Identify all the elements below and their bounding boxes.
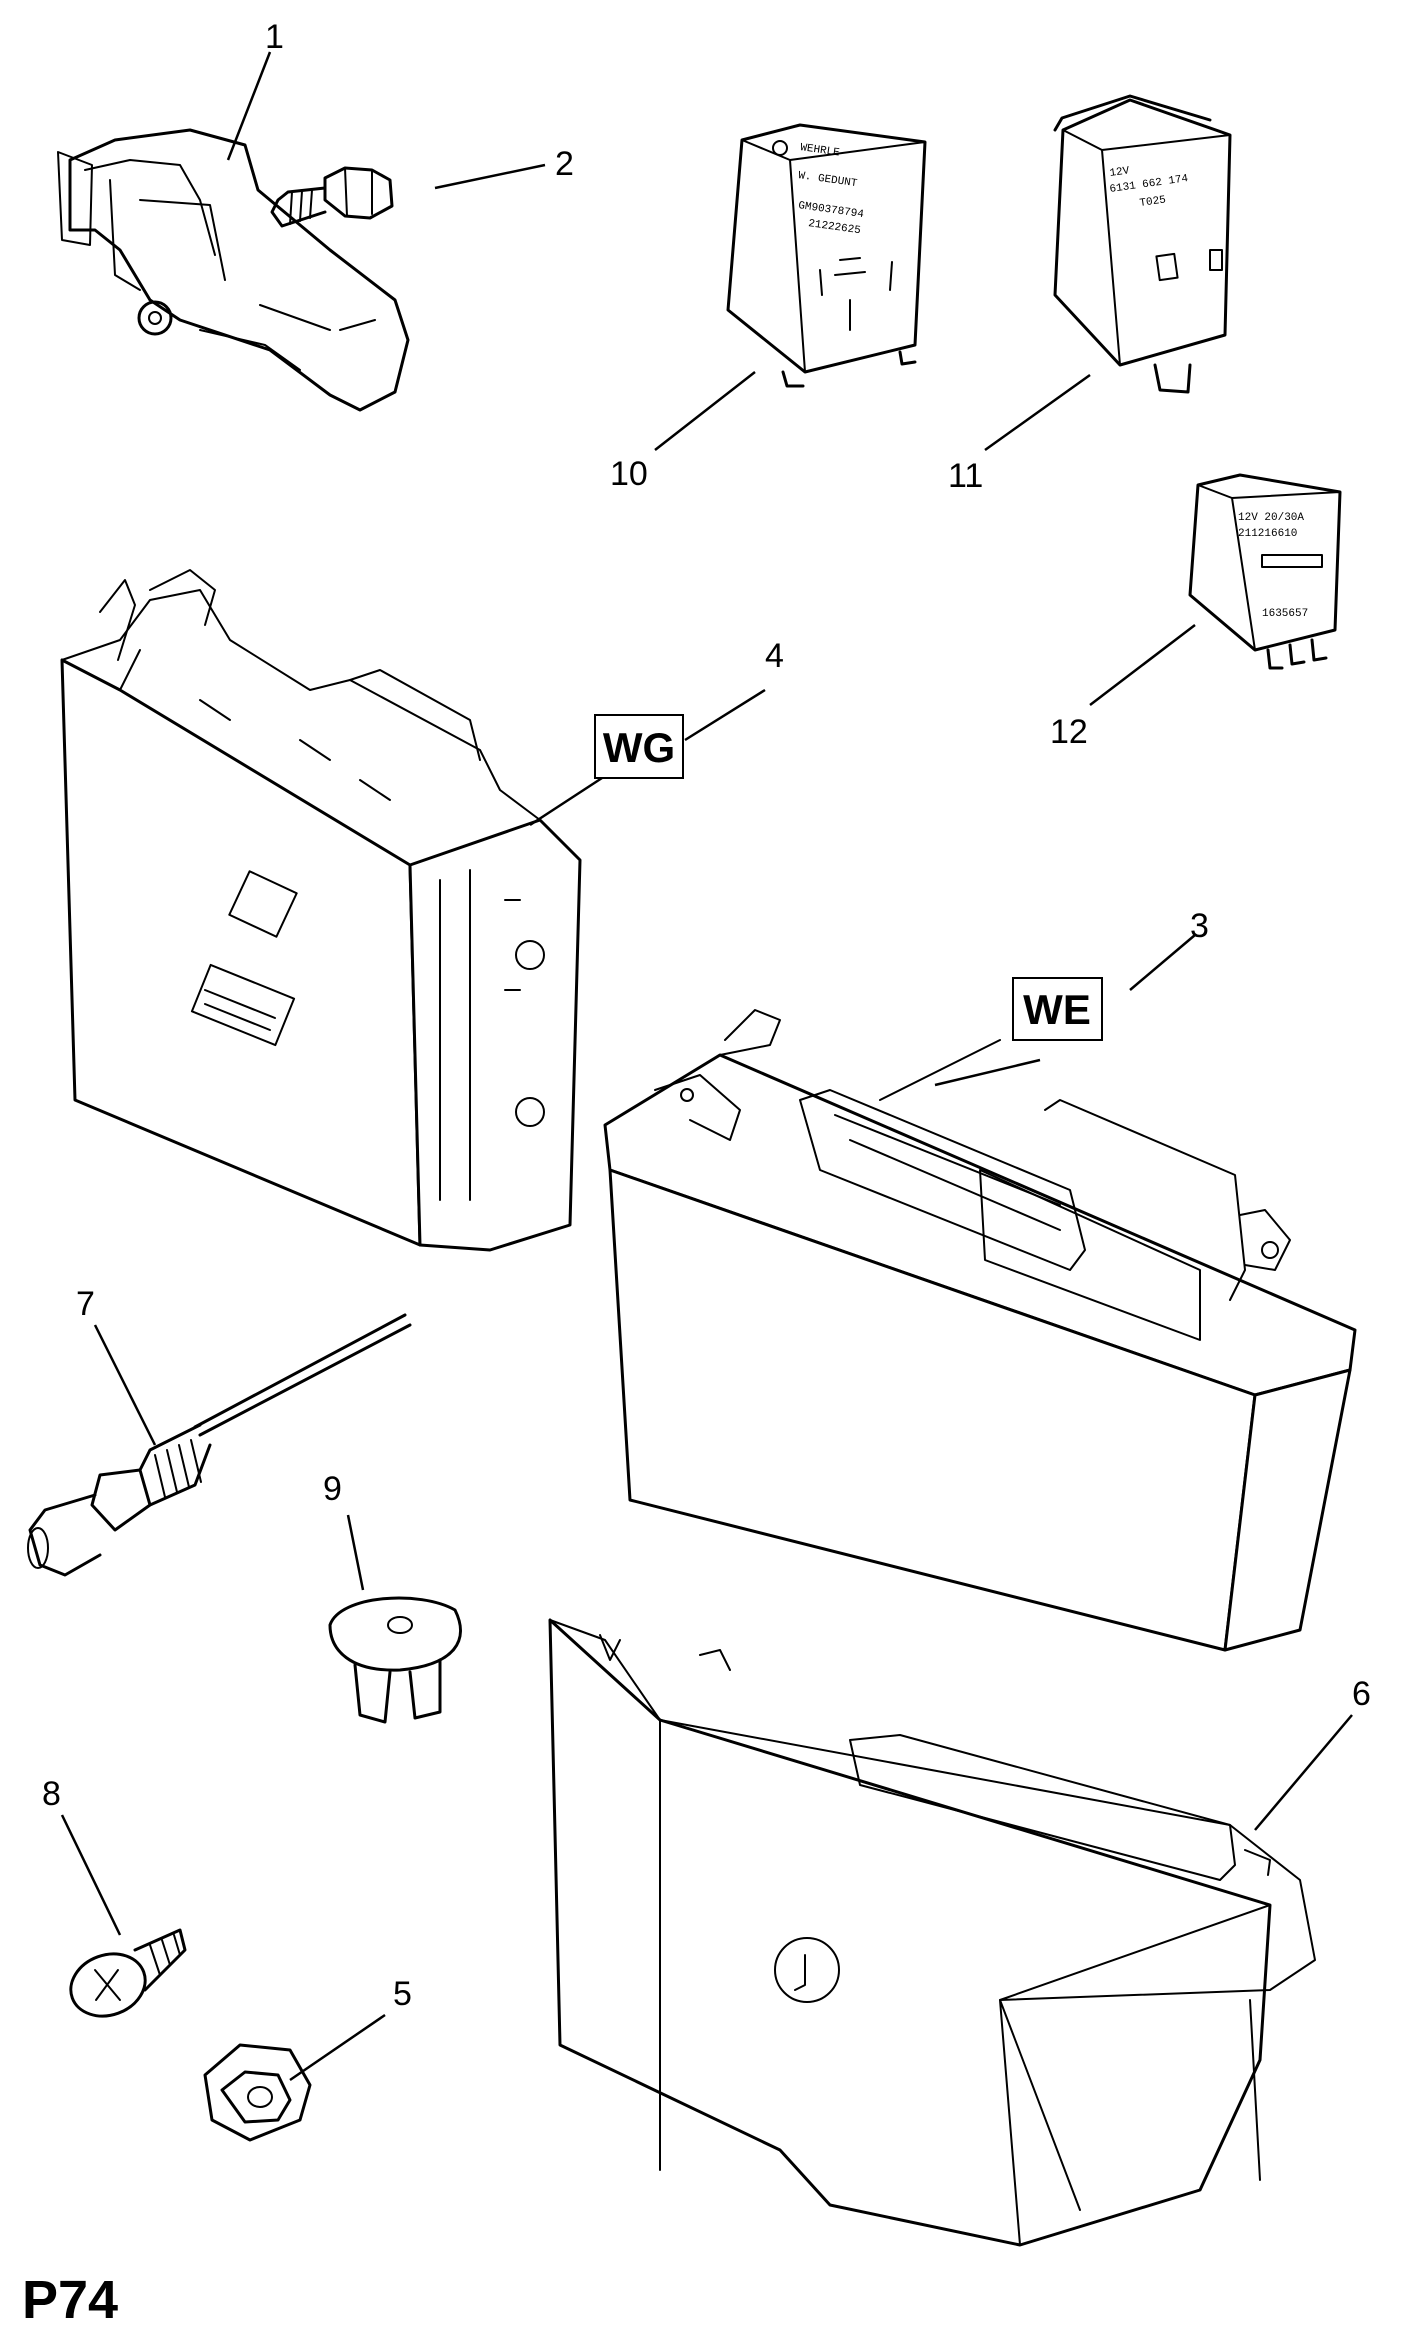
leader-lines: [60, 51, 1353, 2082]
part-6-cover: [548, 1618, 1316, 2247]
part-7-pin: [27, 1313, 412, 1577]
callout-5: 5: [393, 1975, 412, 2013]
relay-11-marking-3: T025: [1139, 194, 1167, 210]
part-1-bracket: [57, 128, 410, 412]
callout-labels: 1 2 3 4 5 6 7 8 9 10 11 12: [42, 18, 1371, 2013]
variant-label-wg: WG: [603, 724, 675, 771]
part-4-control-unit: [60, 569, 582, 1252]
relay-11-marking-1: 12V: [1109, 165, 1131, 180]
variant-box-wg: WG: [594, 714, 684, 779]
part-11-relay: 12V 6131 662 174 T025: [1053, 94, 1232, 394]
callout-1: 1: [265, 18, 284, 56]
callout-6: 6: [1352, 1675, 1371, 1713]
part-9-clip: [328, 1596, 462, 1724]
part-3-control-unit: [603, 1009, 1357, 1652]
page-code: P74: [22, 2270, 118, 2330]
part-5-nut: [203, 2043, 312, 2142]
part-2-bolt: [270, 166, 394, 228]
relay-12-marking-1: 12V 20/30A: [1238, 512, 1304, 524]
callout-11: 11: [948, 457, 983, 495]
callout-3: 3: [1190, 907, 1209, 945]
part-10-relay: WEHRLE W. GEDUNT GM90378794 21222625: [726, 123, 927, 388]
callout-8: 8: [42, 1775, 61, 1813]
callout-12: 12: [1050, 713, 1088, 751]
callout-10: 10: [610, 455, 648, 493]
relay-12-marking-3: 1635657: [1262, 608, 1308, 620]
part-8-screw: [69, 1928, 187, 2018]
variant-box-we: WE: [1012, 977, 1103, 1041]
part-12-relay: 12V 20/30A 211216610 1635657: [1188, 473, 1342, 670]
relay-12-marking-2: 211216610: [1238, 528, 1297, 540]
callout-2: 2: [555, 145, 574, 183]
callout-9: 9: [323, 1470, 342, 1508]
relay-10-brand: WEHRLE: [799, 142, 840, 159]
callout-7: 7: [76, 1285, 95, 1323]
variant-label-we: WE: [1023, 986, 1091, 1033]
callout-4: 4: [765, 637, 784, 675]
